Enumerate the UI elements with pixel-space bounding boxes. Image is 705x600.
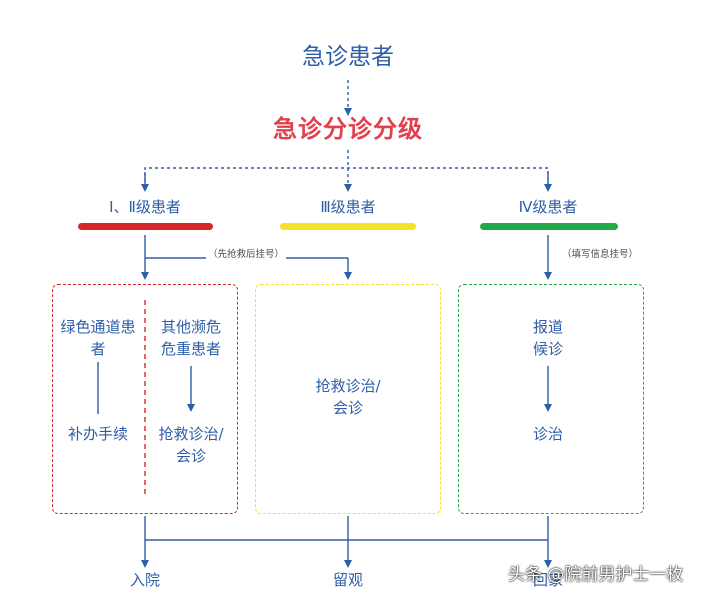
- box2-rescue-consult: 抢救诊治/会诊: [315, 377, 381, 417]
- watermark: 头条 @院前男护士一枚: [508, 565, 684, 585]
- level-4-bar: [480, 223, 618, 230]
- node-emergency-patients: 急诊患者: [302, 44, 394, 70]
- level-3-bar: [280, 223, 416, 230]
- level-4-label: Ⅳ级患者: [518, 198, 578, 216]
- report-wait: 报道候诊: [532, 318, 563, 358]
- outcome-admit: 入院: [129, 571, 161, 589]
- green-channel-patients: 绿色通道患者: [60, 318, 136, 358]
- complete-procedures: 补办手续: [67, 425, 128, 443]
- box-level-3: [255, 284, 441, 514]
- box-level-4: [458, 284, 644, 514]
- outcome-observe: 留观: [332, 571, 364, 589]
- note-fill-info: （填写信息挂号）: [560, 249, 641, 261]
- level-1-2-bar: [78, 223, 213, 230]
- diagnosis-treatment: 诊治: [532, 425, 563, 443]
- box1-rescue-consult: 抢救诊治/会诊: [158, 425, 224, 465]
- other-critical-patients: 其他濒危危重患者: [160, 318, 221, 358]
- box-level-1-2: [52, 284, 238, 514]
- node-triage: 急诊分诊分级: [273, 115, 423, 143]
- outcome-home: 回家: [532, 571, 564, 589]
- note-rescue-first: （先抢救后挂号）: [206, 249, 287, 261]
- level-1-2-label: Ⅰ、Ⅱ级患者: [109, 198, 181, 216]
- level-3-label: Ⅲ级患者: [320, 198, 376, 216]
